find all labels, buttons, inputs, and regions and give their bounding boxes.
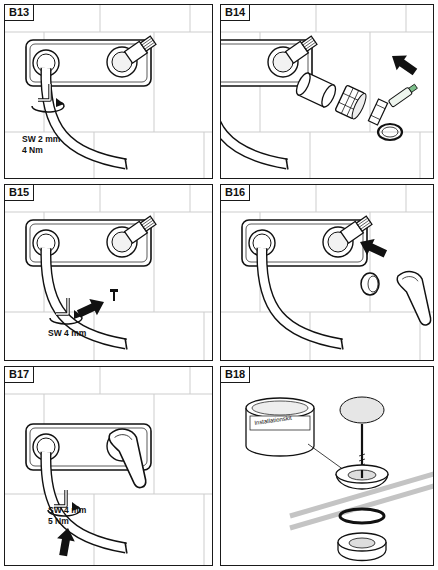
step-number: B13 (5, 5, 34, 21)
art-use (4, 366, 213, 566)
art-g (220, 4, 434, 179)
panel-b18-art (246, 397, 434, 561)
art-ellipse (361, 273, 379, 295)
art-use (54, 490, 66, 506)
art-use (32, 98, 64, 112)
art-use (262, 248, 343, 350)
art-g (26, 424, 151, 557)
art-use (50, 310, 82, 324)
art-ellipse (340, 509, 384, 523)
art-use (54, 526, 77, 557)
tool-spec: SW 4 mm (48, 328, 86, 338)
art-use (107, 214, 157, 257)
art-ellipse (252, 401, 308, 415)
art-use (268, 34, 318, 77)
art-use (109, 429, 146, 487)
art-use (107, 34, 157, 77)
art-g (4, 184, 213, 361)
art-use (220, 184, 434, 361)
art-ellipse (349, 538, 375, 548)
art-use (46, 248, 127, 350)
art-use (56, 298, 68, 314)
art-g (220, 34, 318, 169)
art-ellipse (246, 398, 314, 418)
step-panel: B13 (4, 4, 213, 179)
art-use (387, 49, 420, 80)
art-ellipse (338, 533, 386, 551)
art-ellipse (348, 470, 376, 480)
art-use (4, 4, 213, 179)
step-panel: B14 (220, 4, 434, 179)
art-use (4, 184, 213, 361)
step-panel: B17 (4, 366, 213, 566)
art-g (4, 4, 213, 179)
art-ellipse (336, 465, 388, 483)
art-g (4, 366, 213, 566)
art-use (38, 84, 50, 100)
tool-spec: SW 2 mm (22, 134, 60, 144)
art-ellipse (350, 92, 369, 121)
step-number: B15 (5, 185, 34, 201)
art-path (113, 292, 115, 301)
art-use (48, 502, 80, 516)
art-path (361, 470, 363, 478)
art-ellipse (319, 83, 338, 109)
art-path (290, 486, 434, 528)
art-use (75, 294, 108, 322)
tool-spec: SW 4 mm (48, 505, 86, 515)
art-rect (110, 289, 118, 292)
tool-spec: 5 Nm (48, 516, 69, 526)
art-g (246, 397, 434, 561)
art-ellipse (340, 397, 384, 423)
art-ellipse (378, 124, 402, 140)
art-ellipse (368, 276, 378, 292)
panel-b16-art (220, 184, 438, 394)
step-number: B17 (5, 367, 34, 383)
step-number: B16 (221, 185, 250, 201)
art-g (368, 99, 387, 125)
art-rect (409, 84, 418, 92)
art-g (335, 85, 369, 121)
step-panel: B15 (4, 184, 213, 361)
panel-b17-art (4, 366, 224, 570)
art-use (46, 68, 127, 170)
step-number: B18 (221, 367, 250, 383)
art-g (220, 184, 434, 361)
tool-spec: 4 Nm (22, 145, 43, 155)
kit-label: Installationskit (254, 415, 292, 427)
panel-b15-art (4, 184, 224, 394)
panel-b13-art (4, 4, 224, 214)
art-rect (368, 99, 387, 125)
art-use (356, 234, 389, 262)
step-panel: B18 (220, 366, 434, 566)
art-rect (388, 87, 412, 107)
art-g (110, 289, 118, 301)
step-number: B14 (221, 5, 250, 21)
art-use (220, 68, 288, 170)
art-path (308, 444, 344, 470)
art-use (397, 272, 430, 325)
art-ellipse (382, 127, 398, 137)
art-rect (250, 416, 310, 430)
step-panel: B16 (220, 184, 434, 361)
art-path (371, 104, 385, 119)
panel-b14-art (187, 4, 438, 214)
art-g (388, 83, 418, 107)
art-ellipse (294, 71, 313, 97)
art-g (294, 71, 339, 109)
